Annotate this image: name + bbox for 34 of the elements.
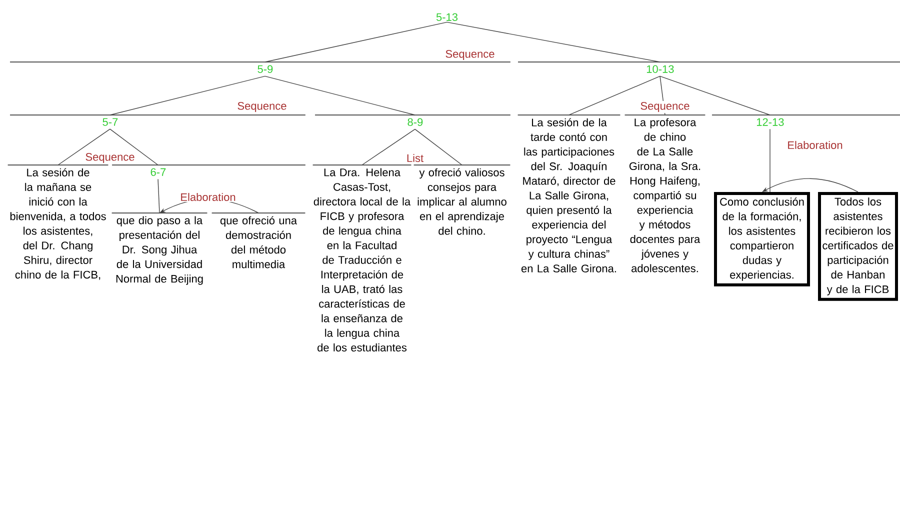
tree-line [264,22,448,62]
segment-text: La sesión de la tarde contó con las participaciones del Sr. Joaquín Mataró, director de La Salle Girona, quien presentó la experiencia del proyecto “Lengua y cultura chinas” en La Salle Girona. [517,114,621,272]
tree-line [264,76,416,116]
edge-label: Sequence [84,152,136,164]
edge-label: Sequence [236,101,288,113]
span-label: 5-13 [436,13,458,21]
span-label: 10-13 [518,62,900,73]
tree-line [660,76,770,116]
segment-text: La sesión de la mañana se inició con la bienvenida, a todos los asistentes, del Dr. Chang Shiru, director chino de la FICB, [7,164,109,280]
edge-label: Elaboration [786,140,844,150]
tree-line [414,128,462,166]
segment-text: que dio paso a la presentación del Dr. Song Jihua de la Universidad Normal de Beijing [111,212,208,285]
edge-label: Sequence [444,49,496,61]
tree-line [158,178,160,214]
tree-line [110,76,266,116]
segment-text: y ofreció valiosos consejos para implicar al alumno en el aprendizaje del chino. [413,164,511,235]
segment-box: Todos los asistentes recibieron los certificados de participación de Hanban y de la FICB [818,192,898,301]
span-label: 12-13 [712,114,900,126]
edge-label: Elaboration [179,192,237,202]
tree-line [110,128,158,166]
span-label: 5-7 [10,114,306,126]
tree-line [362,128,416,166]
segment-text: La profesora de chino de La Salle Girona, la Sra. Hong Haifeng, compartió su experiencia y métodos docentes para jóvenes y adolescentes. [624,114,706,272]
segment-text: La Dra. Helena Casas-Tost, directora local de la FICB y profesora de lengua china en la Facultad de Traducción e Interpretación de la UAB, trató las características de la enseñanza de la lengua china de los estudiantes [312,164,412,352]
span-label: 5-9 [10,62,511,73]
edge-label: Sequence [639,101,691,113]
segment-text: que ofreció una demostración del método multimedia [211,212,306,268]
edge-label: List [405,152,425,164]
segment-box: Como conclusión de la formación, los asistentes compartieron dudas y experiencias. [714,192,810,286]
span-label: 6-7 [112,164,306,176]
tree-line [58,128,110,166]
tree-line [446,22,660,62]
tree-line [568,76,660,116]
span-label: 8-9 [314,114,511,126]
